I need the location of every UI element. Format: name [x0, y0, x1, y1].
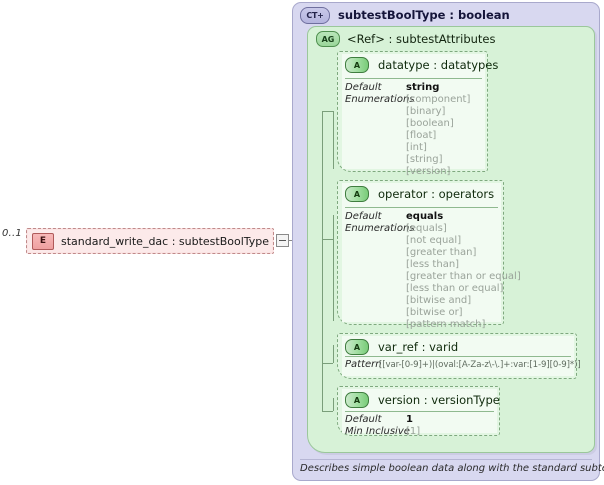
default-value-version: 1 — [406, 414, 413, 425]
attribute-group-title: <Ref> : subtestAttributes — [347, 32, 496, 46]
enum-item: [component] — [406, 94, 471, 105]
enum-item: [float] — [406, 130, 437, 141]
pattern-value-varref: [[var-[0-9]+)|(oval:[A-Za-z\-\.]+:var:[1… — [379, 360, 581, 370]
tree-edge-operator-bottom — [333, 239, 334, 321]
facet-label-default-operator: Default — [345, 211, 382, 222]
attribute-header-varref[interactable]: A var_ref : varid — [345, 338, 458, 356]
enum-item: [less than or equal] — [406, 283, 504, 294]
enum-item: [int] — [406, 142, 427, 153]
enum-item: [greater than] — [406, 247, 477, 258]
attribute-icon: A — [345, 57, 369, 73]
enum-item: [less than] — [406, 259, 460, 270]
tree-trunk — [322, 111, 323, 411]
attribute-name-version: version : versionType — [378, 393, 500, 407]
enum-item: [pattern match] — [406, 319, 486, 330]
tree-edge-operator-top — [333, 215, 334, 239]
facet-label-default-datatype: Default — [345, 82, 382, 93]
enum-item: [greater than or equal] — [406, 271, 521, 282]
facet-label-pattern-varref: Pattern — [345, 359, 382, 370]
annotation-text: Describes simple boolean data along with… — [300, 463, 604, 474]
complex-type-title: subtestBoolType : boolean — [338, 8, 510, 22]
facet-label-default-version: Default — [345, 414, 382, 425]
enumeration-list-datatype: [component] [binary] [boolean] [float] [… — [406, 94, 470, 178]
enum-item: [equals] — [406, 223, 447, 234]
divider-version — [345, 411, 494, 412]
tree-edge-version — [333, 398, 334, 411]
element-label: standard_write_dac : subtestBoolType — [61, 234, 270, 248]
attribute-name-varref: var_ref : varid — [378, 340, 459, 354]
facet-value-default-version: 1 — [406, 414, 413, 426]
attribute-name-operator: operator : operators — [378, 187, 495, 201]
tree-branch-datatype — [322, 111, 333, 112]
facet-value-default-datatype: string — [406, 82, 439, 94]
attribute-panel-datatype[interactable] — [342, 54, 485, 169]
occurrence-indicator: 0..1 — [2, 228, 22, 239]
enum-item: [binary] — [406, 106, 446, 117]
tree-branch-varref — [322, 363, 333, 364]
enum-item: [string] — [406, 154, 443, 165]
annotation-divider — [300, 459, 592, 460]
enumeration-list-operator: [equals] [not equal] [greater than] [les… — [406, 223, 521, 331]
enum-item: [boolean] — [406, 118, 454, 129]
enum-item: [version] — [406, 166, 451, 177]
enum-item: [bitwise or] — [406, 307, 463, 318]
tree-branch-version — [322, 411, 333, 412]
facet-label-mininclusive-version: Min Inclusive — [345, 426, 410, 437]
element-icon: E — [32, 232, 54, 250]
enum-item: [not equal] — [406, 235, 462, 246]
tree-edge-varref — [333, 345, 334, 363]
complex-type-header[interactable]: CT+ subtestBoolType : boolean — [300, 6, 510, 24]
facet-label-enumerations-datatype: Enumerations — [345, 94, 415, 105]
enum-item: [bitwise and] — [406, 295, 472, 306]
attribute-icon: A — [345, 392, 369, 408]
default-value-datatype: string — [406, 82, 440, 93]
mininclusive-value-version: [1] — [406, 426, 421, 437]
facet-label-enumerations-operator: Enumerations — [345, 223, 415, 234]
element-standard-write-dac[interactable]: E standard_write_dac : subtestBoolType — [28, 230, 272, 252]
divider-varref — [345, 356, 571, 357]
element-collapse-toggle[interactable] — [276, 234, 289, 247]
divider-datatype — [345, 78, 482, 79]
tree-edge-datatype — [333, 111, 334, 169]
attribute-name-datatype: datatype : datatypes — [378, 58, 499, 72]
facet-value-mininclusive-version: [1] — [406, 426, 420, 438]
tree-branch-operator — [322, 239, 333, 240]
attributegroup-icon: AG — [316, 31, 340, 47]
complextype-icon[interactable]: CT+ — [300, 6, 330, 24]
attribute-icon: A — [345, 339, 369, 355]
default-value-operator: equals — [406, 211, 444, 222]
attribute-header-datatype[interactable]: A datatype : datatypes — [345, 56, 498, 74]
divider-operator — [345, 207, 498, 208]
attribute-header-operator[interactable]: A operator : operators — [345, 185, 494, 203]
attribute-icon: A — [345, 186, 369, 202]
attribute-group-header[interactable]: AG <Ref> : subtestAttributes — [316, 31, 496, 47]
attribute-header-version[interactable]: A version : versionType — [345, 391, 500, 409]
facet-value-default-operator: equals — [406, 211, 443, 223]
attribute-panel-operator[interactable] — [342, 183, 501, 322]
